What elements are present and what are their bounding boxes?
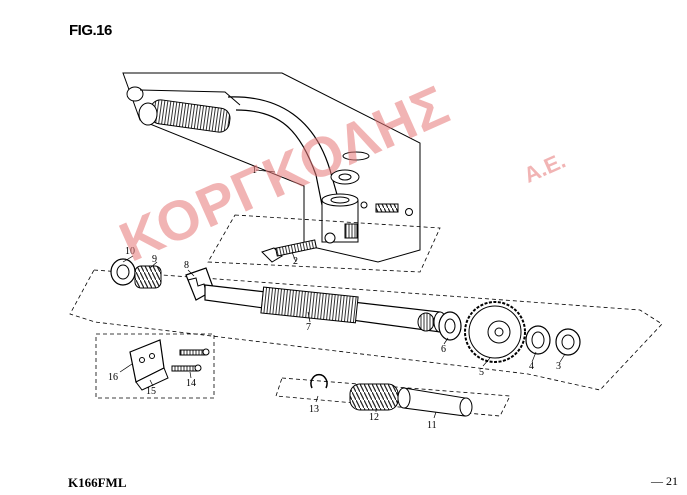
- callout-11: 11: [427, 420, 437, 431]
- callout-10: 10: [125, 246, 135, 257]
- callout-15: 15: [146, 386, 156, 397]
- callout-12: 12: [369, 412, 379, 423]
- stopper-bracket: [129, 339, 210, 391]
- callout-8: 8: [184, 260, 189, 271]
- callout-14: 14: [186, 378, 196, 389]
- page-number: — 21: [651, 474, 678, 488]
- callout-2: 2: [293, 256, 298, 267]
- kick-lever-group: [122, 72, 421, 263]
- callout-6: 6: [441, 344, 446, 355]
- callout-7: 7: [306, 322, 311, 333]
- leader-lines: [119, 251, 566, 419]
- callout-3: 3: [556, 361, 561, 372]
- pinch-bolt: [261, 239, 317, 263]
- callout-4: 4: [529, 361, 534, 372]
- callout-9: 9: [152, 254, 157, 265]
- callout-labels: 1 2 3 4 5 6 7 8 9 10 11 12 13 14 15 16: [108, 165, 561, 431]
- figure-title: FIG.16: [69, 22, 112, 39]
- callout-16: 16: [108, 372, 118, 383]
- callout-13: 13: [309, 404, 319, 415]
- kick-shaft-assembly: [110, 258, 581, 363]
- idle-shaft-assembly: [310, 373, 473, 417]
- callout-5: 5: [479, 367, 484, 378]
- callout-1: 1: [252, 165, 257, 176]
- model-code: K166FML: [68, 475, 127, 490]
